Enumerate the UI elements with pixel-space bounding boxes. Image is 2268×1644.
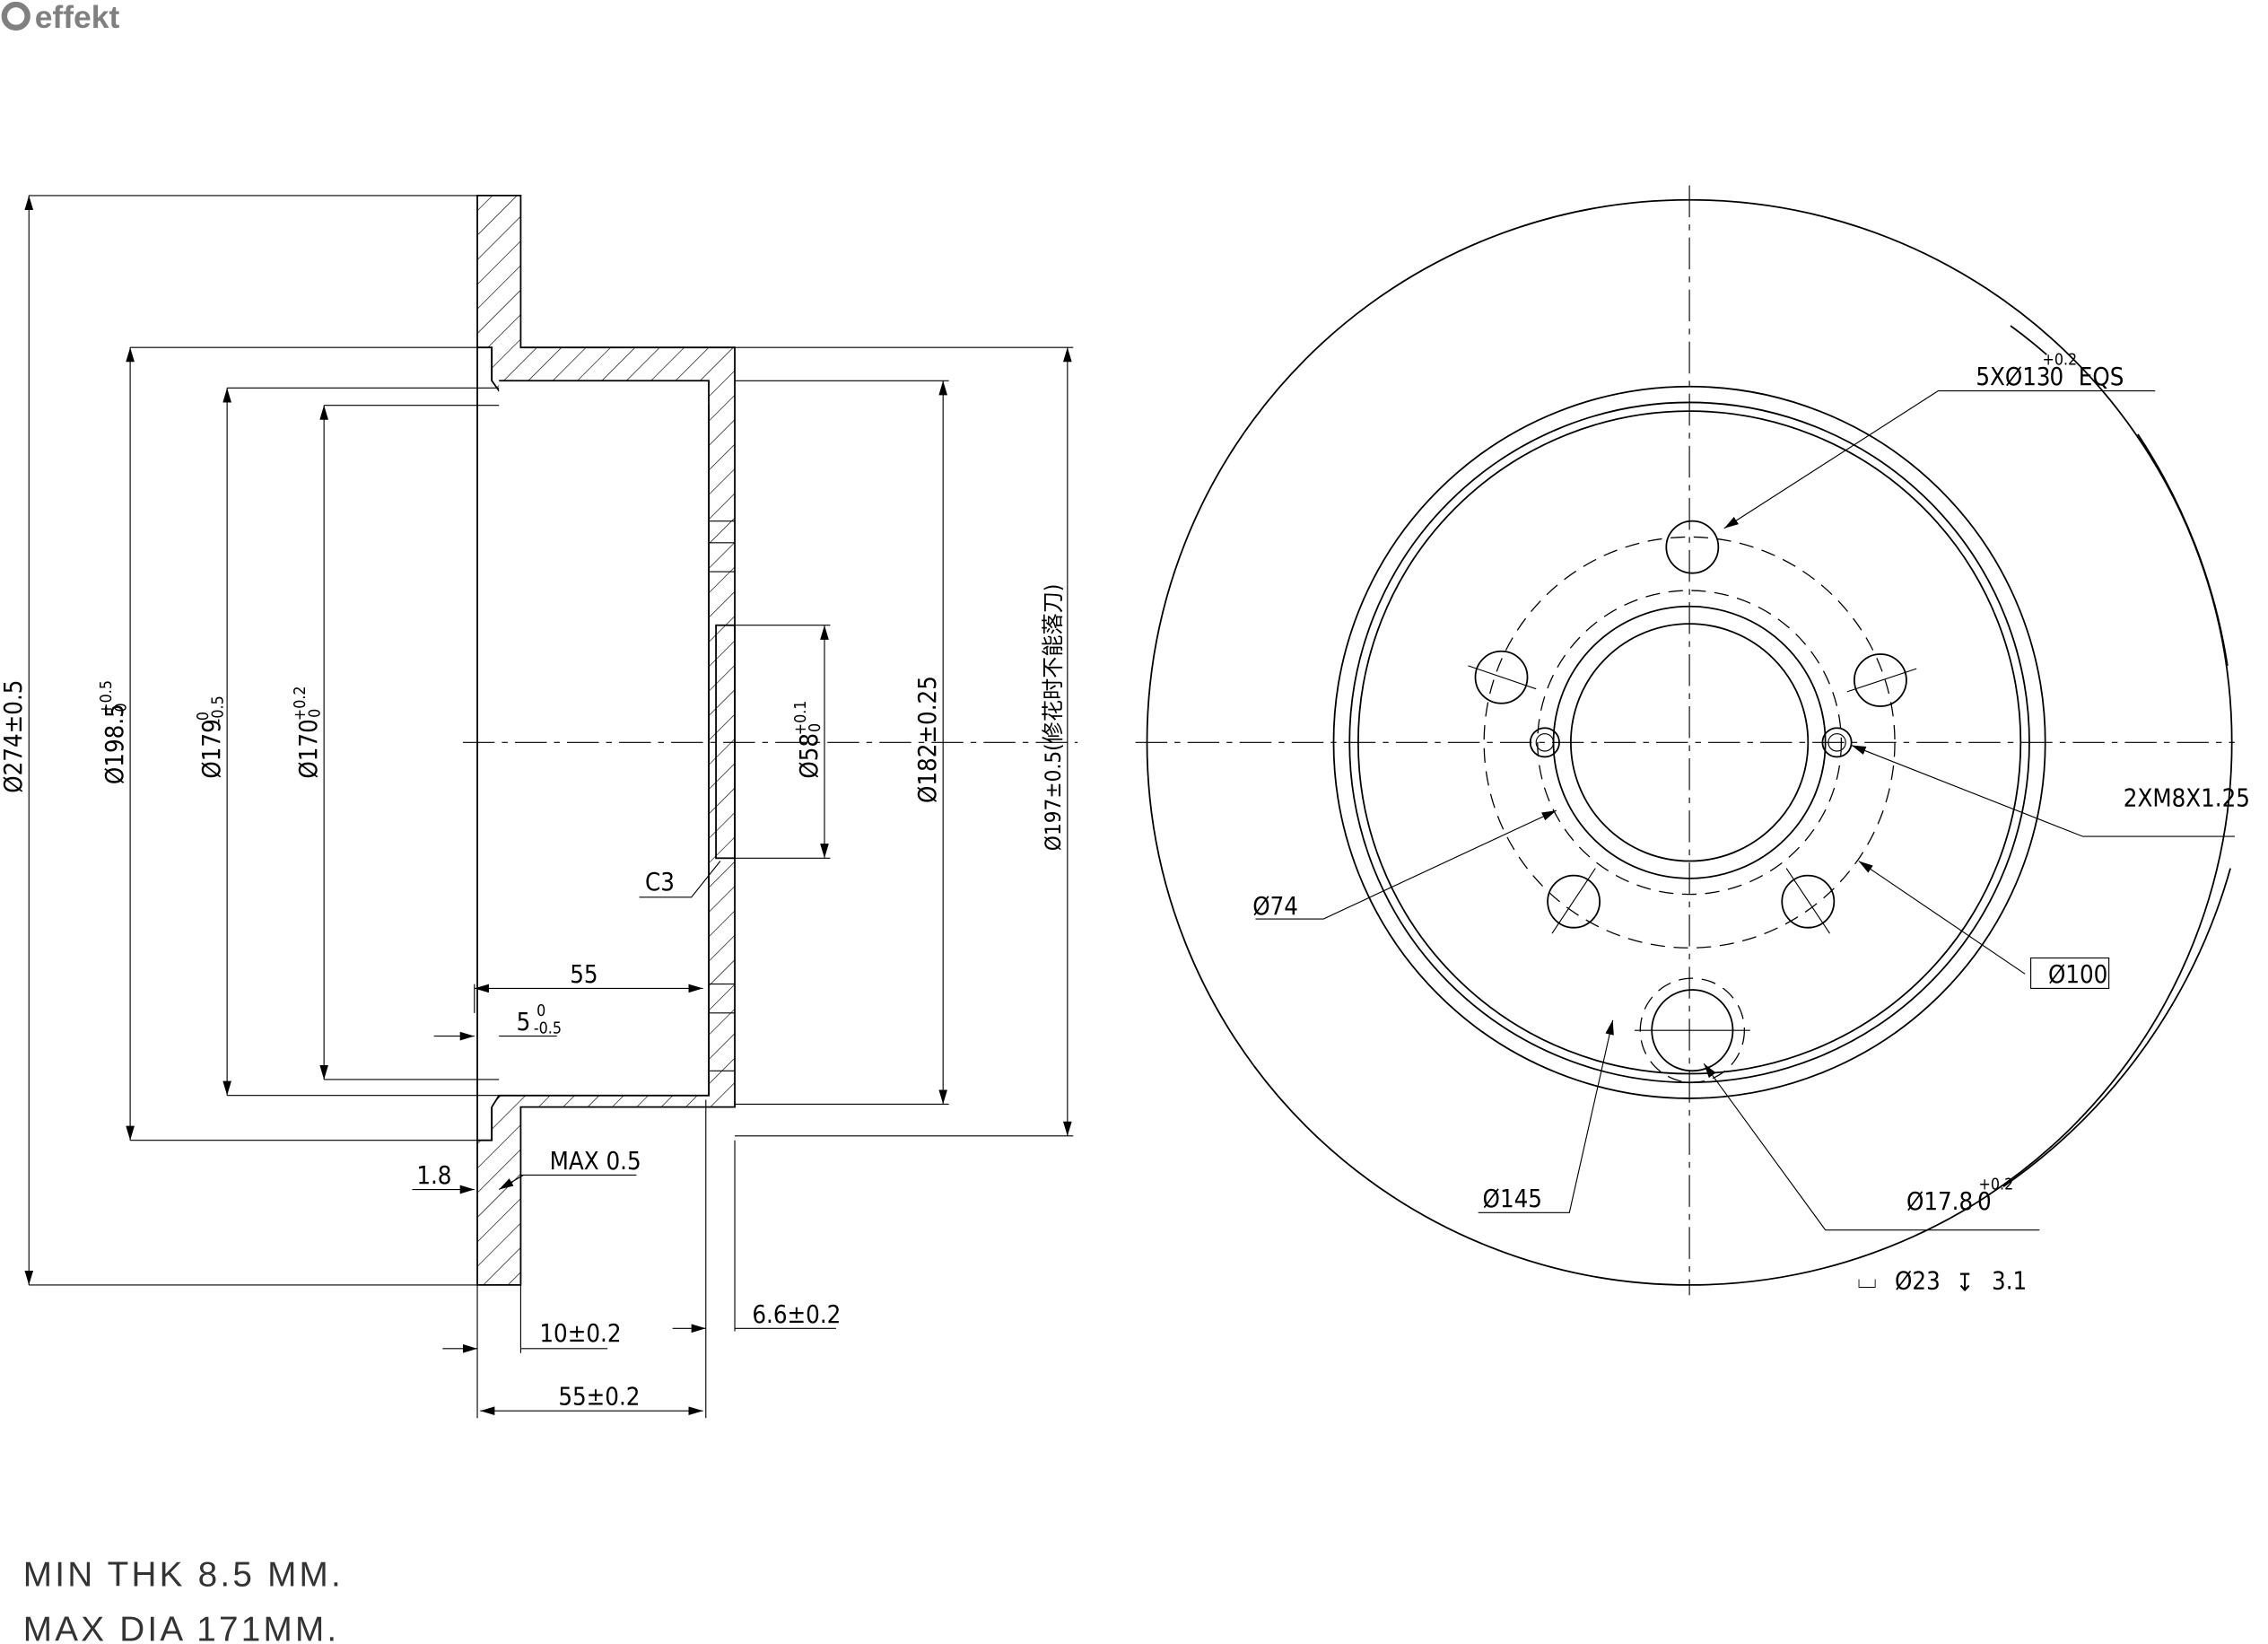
- locating-hole: [1634, 977, 1750, 1083]
- depth-value: 3.1: [1992, 1268, 2027, 1296]
- dim-1-8: 1.8: [416, 1162, 451, 1190]
- dim-d74: Ø74: [1252, 893, 1298, 921]
- holes-label: 5XØ13: [1976, 363, 2050, 391]
- dim-d58-tol-up: +0.1: [792, 701, 810, 736]
- effekt-logo: effekt: [1, 0, 120, 35]
- dim-d58: Ø58: [796, 733, 824, 779]
- dim-10: 10±0.2: [539, 1320, 621, 1348]
- dim-max-0-5: MAX 0.5: [550, 1148, 641, 1176]
- dim-5-tol-lo: -0.5: [534, 1019, 562, 1037]
- dim-d274: Ø274±0.5: [0, 680, 28, 793]
- dim-d179: Ø179: [198, 719, 226, 778]
- dim-d198-tol-lo: 0: [112, 703, 130, 712]
- dim-d198: Ø198.5: [101, 704, 129, 784]
- chamfer-c3: C3: [645, 869, 675, 896]
- holes-suffix: EQS: [2079, 363, 2124, 391]
- dim-d170: Ø170: [295, 719, 323, 778]
- dim-d17-8-tol-up: +0.2: [1979, 1176, 2014, 1194]
- note-min-thickness: MIN THK 8.5 MM.: [23, 1555, 344, 1594]
- holes-tol-lo: 0: [2050, 363, 2064, 391]
- dim-d179-tol-up: 0: [195, 712, 213, 721]
- dim-55: 55: [570, 961, 598, 989]
- dim-d198-tol-up: +0.5: [98, 680, 116, 715]
- dim-d170-tol-lo: 0: [306, 709, 324, 718]
- dim-d179-tol-lo: -0.5: [209, 695, 227, 723]
- dim-d197: Ø197±0.5(修花时不能落刀): [1041, 584, 1066, 852]
- dim-5: 5: [517, 1009, 531, 1036]
- dim-5-tol-up: 0: [536, 1002, 545, 1020]
- dim-d170-tol-up: +0.2: [292, 686, 310, 721]
- front-view: 5XØ13 +0.2 0 EQS 2XM8X1.25 Ø100 Ø74 Ø145…: [1135, 185, 2250, 1297]
- dim-d100: Ø100: [2048, 961, 2107, 989]
- dim-6-6: 6.6±0.2: [752, 1301, 841, 1329]
- note-max-diameter: MAX DIA 171MM.: [23, 1611, 340, 1644]
- holes-tol-up: +0.2: [2042, 352, 2077, 370]
- counterbore-dia: Ø23: [1895, 1268, 1941, 1296]
- dim-d17-8-tol-lo: 0: [1977, 1188, 1992, 1216]
- side-section-view: Ø274±0.5 Ø198.5 +0.5 0 Ø179 0 -0.5 Ø170 …: [0, 195, 1078, 1419]
- dim-d17-8: Ø17.8: [1906, 1188, 1973, 1216]
- thread-holes: [1529, 727, 1853, 758]
- depth-symbol: ↧: [1956, 1269, 1975, 1297]
- bolt-holes: [1468, 520, 1917, 934]
- dim-d58-tol-lo: 0: [807, 723, 824, 732]
- thread-label: 2XM8X1.25: [2124, 784, 2250, 812]
- counterbore-symbol: ⌴: [1857, 1266, 1877, 1294]
- logo-text: effekt: [35, 0, 120, 35]
- dim-55-total: 55±0.2: [558, 1384, 640, 1412]
- dim-d145: Ø145: [1483, 1185, 1542, 1213]
- dim-d182: Ø182±0.25: [914, 676, 942, 803]
